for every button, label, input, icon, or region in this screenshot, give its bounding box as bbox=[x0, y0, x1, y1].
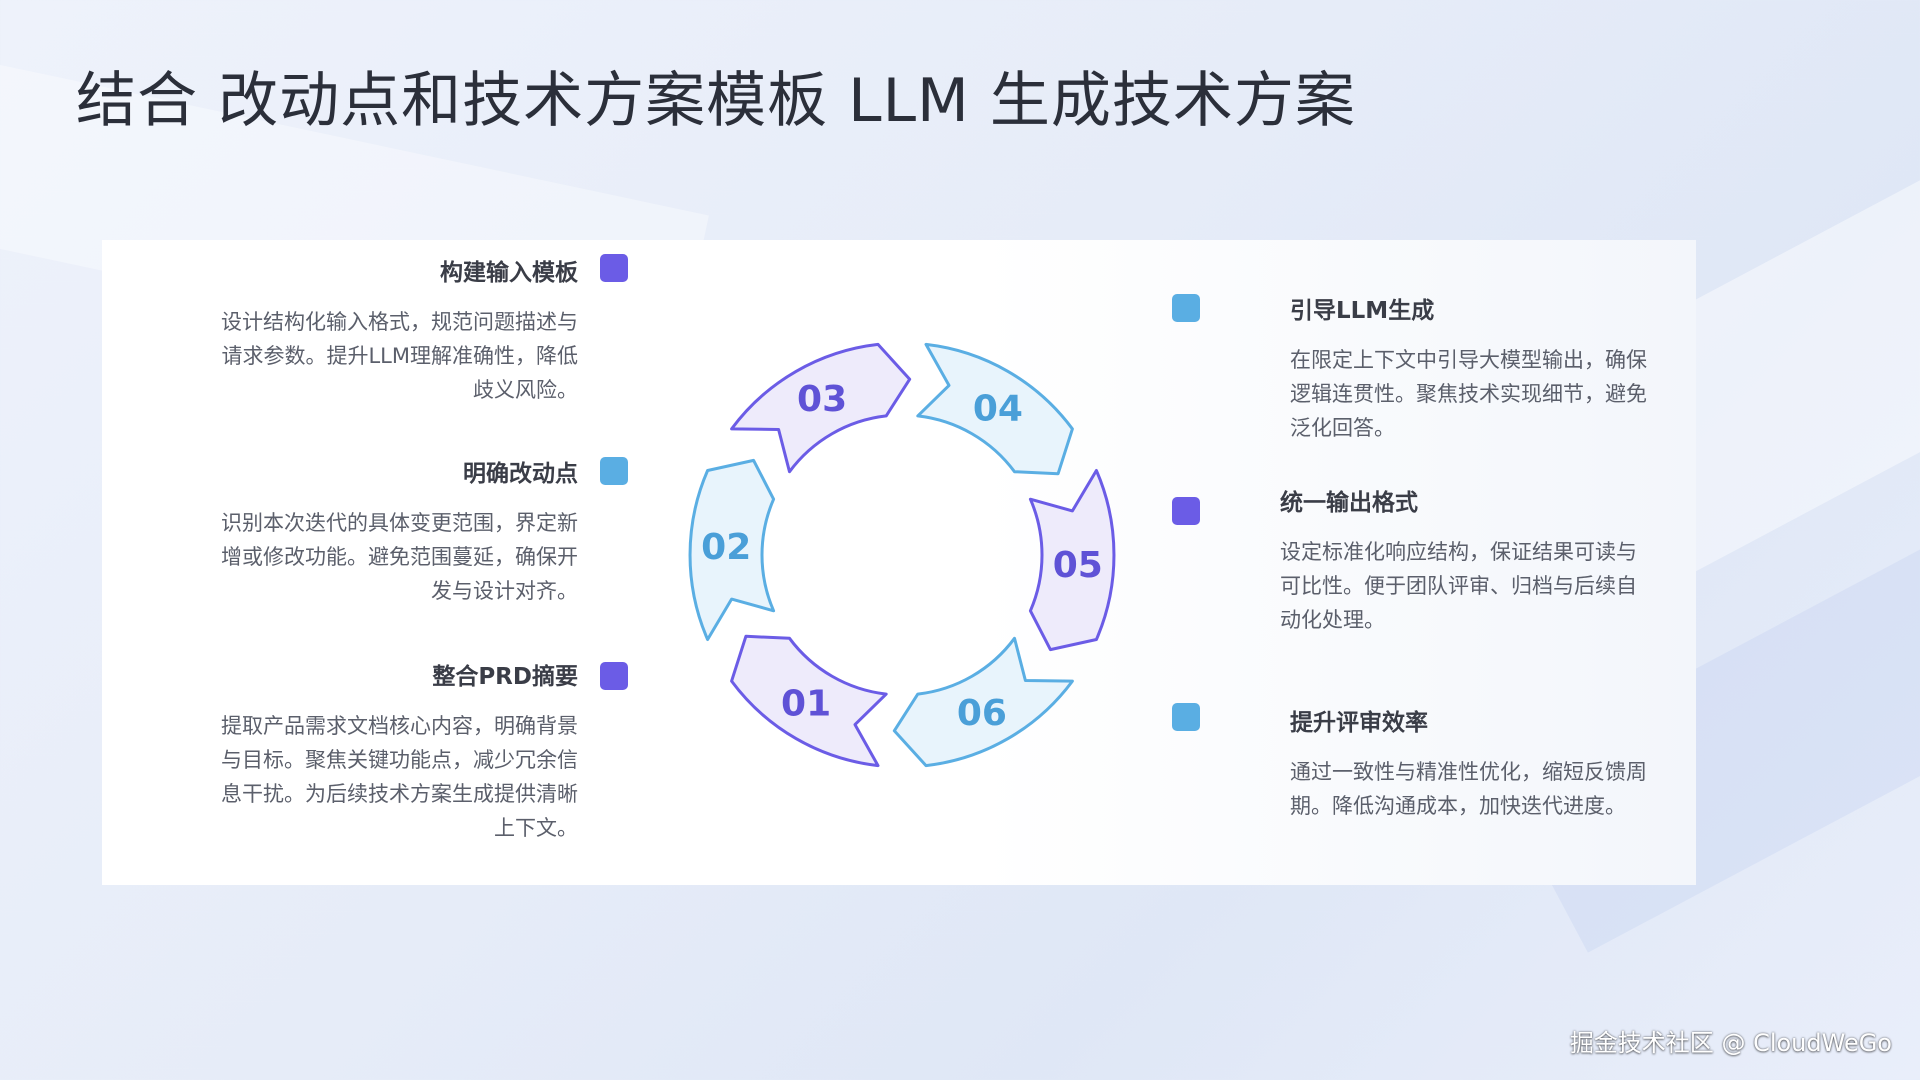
right-item-2: 统一输出格式 设定标准化响应结构，保证结果可读与可比性。便于团队评审、归档与后续… bbox=[1280, 487, 1640, 637]
item-desc: 提取产品需求文档核心内容，明确背景与目标。聚焦关键功能点，减少冗余信息干扰。为后… bbox=[221, 714, 578, 840]
item-desc: 识别本次迭代的具体变更范围，界定新增或修改功能。避免范围蔓延，确保开发与设计对齐… bbox=[221, 511, 578, 603]
cycle-segment-label: 03 bbox=[797, 379, 847, 420]
left-item-2: 明确改动点 识别本次迭代的具体变更范围，界定新增或修改功能。避免范围蔓延，确保开… bbox=[218, 458, 578, 608]
cycle-segment-06 bbox=[892, 636, 1074, 768]
cycle-segment-label: 05 bbox=[1053, 545, 1103, 586]
cycle-segment-03 bbox=[730, 342, 912, 474]
left-item-1: 构建输入模板 设计结构化输入格式，规范问题描述与请求参数。提升LLM理解准确性，… bbox=[218, 257, 578, 407]
item-title: 统一输出格式 bbox=[1280, 490, 1418, 516]
marker-square-purple bbox=[1172, 497, 1200, 525]
cycle-segment-04 bbox=[916, 342, 1074, 476]
item-title: 引导LLM生成 bbox=[1290, 298, 1435, 324]
item-title: 明确改动点 bbox=[463, 461, 578, 487]
cycle-segment-01 bbox=[730, 634, 888, 768]
item-title: 提升评审效率 bbox=[1290, 710, 1428, 736]
left-item-3: 整合PRD摘要 提取产品需求文档核心内容，明确背景与目标。聚焦关键功能点，减少冗… bbox=[218, 661, 578, 845]
marker-square-blue bbox=[1172, 703, 1200, 731]
item-title: 整合PRD摘要 bbox=[432, 664, 578, 690]
right-item-3: 提升评审效率 通过一致性与精准性优化，缩短反馈周期。降低沟通成本，加快迭代进度。 bbox=[1290, 707, 1650, 823]
item-desc: 通过一致性与精准性优化，缩短反馈周期。降低沟通成本，加快迭代进度。 bbox=[1290, 760, 1647, 818]
marker-square-blue bbox=[600, 457, 628, 485]
cycle-segment-label: 04 bbox=[973, 388, 1023, 429]
item-title: 构建输入模板 bbox=[440, 260, 578, 286]
item-desc: 在限定上下文中引导大模型输出，确保逻辑连贯性。聚焦技术实现细节，避免泛化回答。 bbox=[1290, 348, 1647, 440]
cycle-segment-label: 01 bbox=[781, 684, 831, 725]
page-title: 结合 改动点和技术方案模板 LLM 生成技术方案 bbox=[76, 66, 1356, 136]
marker-square-purple bbox=[600, 254, 628, 282]
item-desc: 设定标准化响应结构，保证结果可读与可比性。便于团队评审、归档与后续自动化处理。 bbox=[1280, 540, 1637, 632]
cycle-segment-02 bbox=[688, 458, 776, 641]
watermark: 掘金技术社区 @ CloudWeGo bbox=[1569, 1029, 1892, 1057]
cycle-segment-05 bbox=[1028, 469, 1116, 652]
content-panel bbox=[102, 240, 1696, 885]
marker-square-blue bbox=[1172, 294, 1200, 322]
right-item-1: 引导LLM生成 在限定上下文中引导大模型输出，确保逻辑连贯性。聚焦技术实现细节，… bbox=[1290, 295, 1650, 445]
item-desc: 设计结构化输入格式，规范问题描述与请求参数。提升LLM理解准确性，降低歧义风险。 bbox=[221, 310, 578, 402]
marker-square-purple bbox=[600, 662, 628, 690]
cycle-segment-label: 02 bbox=[701, 527, 751, 568]
cycle-segment-label: 06 bbox=[957, 693, 1007, 734]
cycle-diagram: 01 02 03 04 05 06 bbox=[688, 342, 1116, 768]
